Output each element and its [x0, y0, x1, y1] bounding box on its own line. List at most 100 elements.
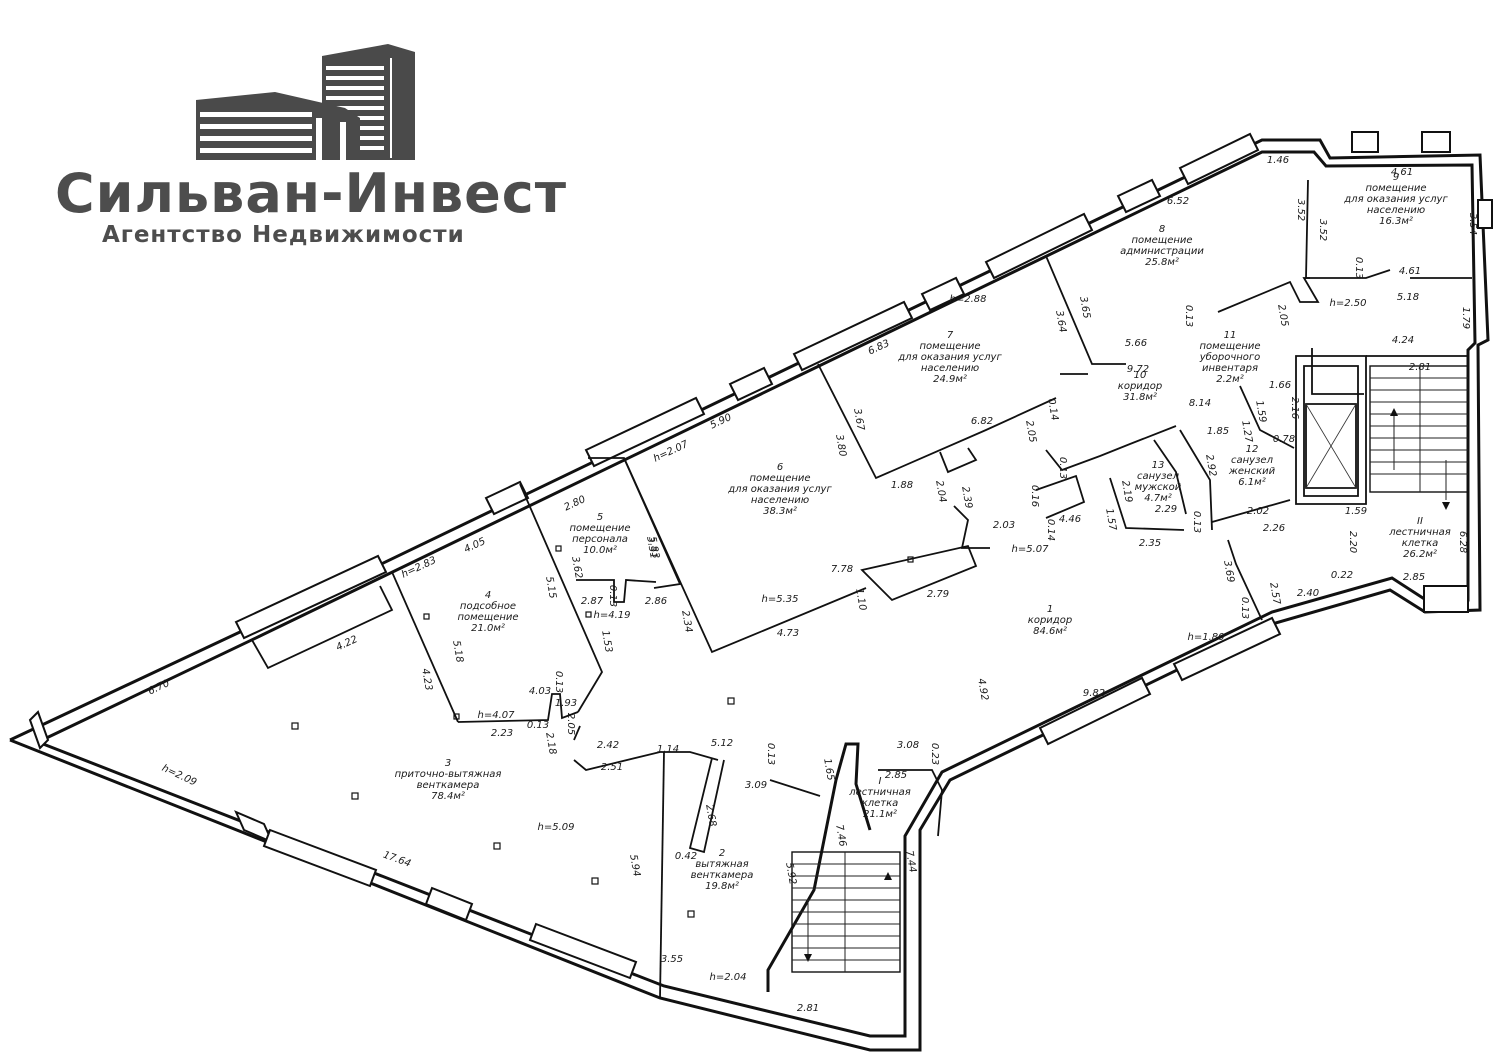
- dimension-label: 3.09: [745, 780, 767, 791]
- dimension-label: 3.80: [833, 434, 848, 458]
- dimension-label: 2.05: [565, 713, 576, 735]
- dimension-label: 2.03: [993, 520, 1015, 531]
- dimension-label: 4.73: [777, 628, 799, 639]
- dimension-label: 1.59: [1345, 506, 1367, 517]
- dimension-label: 1.57: [1103, 508, 1118, 532]
- dimension-label: 4.03: [529, 686, 551, 697]
- dimension-label: 2.34: [679, 610, 694, 634]
- dimension-label: h=2.50: [1330, 298, 1367, 309]
- dimension-label: 2.39: [959, 486, 974, 510]
- dimension-label: 1.65: [821, 758, 836, 782]
- dimension-label: 5.18: [450, 640, 465, 664]
- dimension-label: 2.02: [1247, 506, 1269, 517]
- dimension-label: 0.13: [1183, 305, 1194, 327]
- dimension-label: h=5.09: [538, 822, 575, 833]
- dimension-label: 2.57: [1267, 582, 1282, 606]
- dimension-label: 7.44: [903, 850, 918, 874]
- column-markers: [291, 545, 914, 918]
- dimension-label: 3.64: [1053, 310, 1068, 334]
- dimension-label: 2.16: [1289, 397, 1300, 419]
- dimension-label: 7.46: [833, 824, 848, 848]
- dimension-label: 0.23: [929, 743, 940, 765]
- dimension-label: 1.59: [1253, 400, 1268, 424]
- dimension-label: 3.31: [644, 536, 659, 560]
- dimension-label: 3.62: [569, 556, 584, 580]
- dimension-label: 4.92: [975, 678, 990, 702]
- dimension-label: 2.05: [1275, 304, 1290, 328]
- dimension-label: 5.12: [711, 738, 733, 749]
- dimension-label: 2.81: [1409, 362, 1431, 373]
- dimension-label: h=5.35: [762, 594, 799, 605]
- staircase-I: [791, 851, 901, 973]
- dimension-label: 3.55: [661, 954, 683, 965]
- dimension-label: h=5.07: [1012, 544, 1050, 555]
- dimension-label: 0.14: [1045, 398, 1060, 422]
- dimension-label: 17.64: [382, 850, 413, 870]
- dimension-label: 5.90: [709, 412, 734, 431]
- dimension-label: h=4.19: [594, 610, 631, 621]
- dimension-label: 2.87: [581, 596, 604, 607]
- dimension-label: h=2.04: [710, 972, 747, 983]
- building-logo-icon: [196, 44, 415, 160]
- dimension-label: 4.61: [1399, 266, 1421, 277]
- dimension-label: 0.13: [1239, 597, 1250, 619]
- dimension-label: 8.14: [1189, 398, 1211, 409]
- dimension-label: 1.93: [555, 698, 577, 709]
- dimension-labels: 6.70h=2.0917.644.22h=2.834.055.184.23h=4…: [147, 155, 1478, 1014]
- dimension-label: 9.72: [1127, 364, 1149, 375]
- dimension-label: h=4.07: [478, 710, 516, 721]
- staircase-II: [1369, 365, 1469, 510]
- dimension-label: 3.67: [851, 408, 866, 432]
- dimension-label: 1.14: [657, 744, 679, 755]
- dimension-label: 5.18: [1397, 292, 1419, 303]
- dimension-label: 2.42: [597, 740, 619, 751]
- dimension-label: 2.29: [1155, 504, 1177, 515]
- dimension-label: 2.18: [543, 732, 558, 756]
- dimension-label: 2.85: [885, 770, 907, 781]
- dimension-label: 9.82: [1083, 688, 1105, 699]
- dimension-label: 4.24: [1392, 335, 1414, 346]
- dimension-label: 0.78: [1273, 434, 1295, 445]
- outer-walls: [9, 131, 1493, 1052]
- dimension-label: 6.52: [1167, 196, 1189, 207]
- dimension-label: 0.13: [527, 720, 549, 731]
- dimension-label: 0.13: [765, 743, 776, 765]
- dimension-label: 2.23: [491, 728, 513, 739]
- dimension-label: 0.22: [1331, 570, 1353, 581]
- dimension-label: 6.28: [1457, 531, 1468, 553]
- dimension-label: h=1.80: [1188, 632, 1225, 643]
- dimension-label: 0.13: [1191, 511, 1202, 533]
- dimension-label: 2.35: [1139, 538, 1161, 549]
- interior-walls: [251, 179, 1472, 999]
- dimension-label: 2.86: [645, 596, 667, 607]
- dimension-label: 0.14: [1045, 519, 1056, 541]
- dimension-label: 5.66: [1125, 338, 1147, 349]
- dimension-label: 0.42: [675, 851, 697, 862]
- dimension-label: 1.46: [1267, 155, 1289, 166]
- dimension-label: 1.79: [1460, 307, 1471, 329]
- dimension-label: 2.19: [1119, 480, 1134, 504]
- dimension-label: 2.79: [927, 589, 949, 600]
- dimension-label: 4.22: [335, 634, 360, 653]
- dimension-label: 3.54: [1467, 213, 1478, 235]
- dimension-label: 1.88: [891, 480, 913, 491]
- dimension-label: 2.26: [1263, 523, 1285, 534]
- windows: [28, 131, 1493, 980]
- dimension-label: 1.85: [1207, 426, 1229, 437]
- brand-name: Сильван-Инвест: [55, 162, 567, 225]
